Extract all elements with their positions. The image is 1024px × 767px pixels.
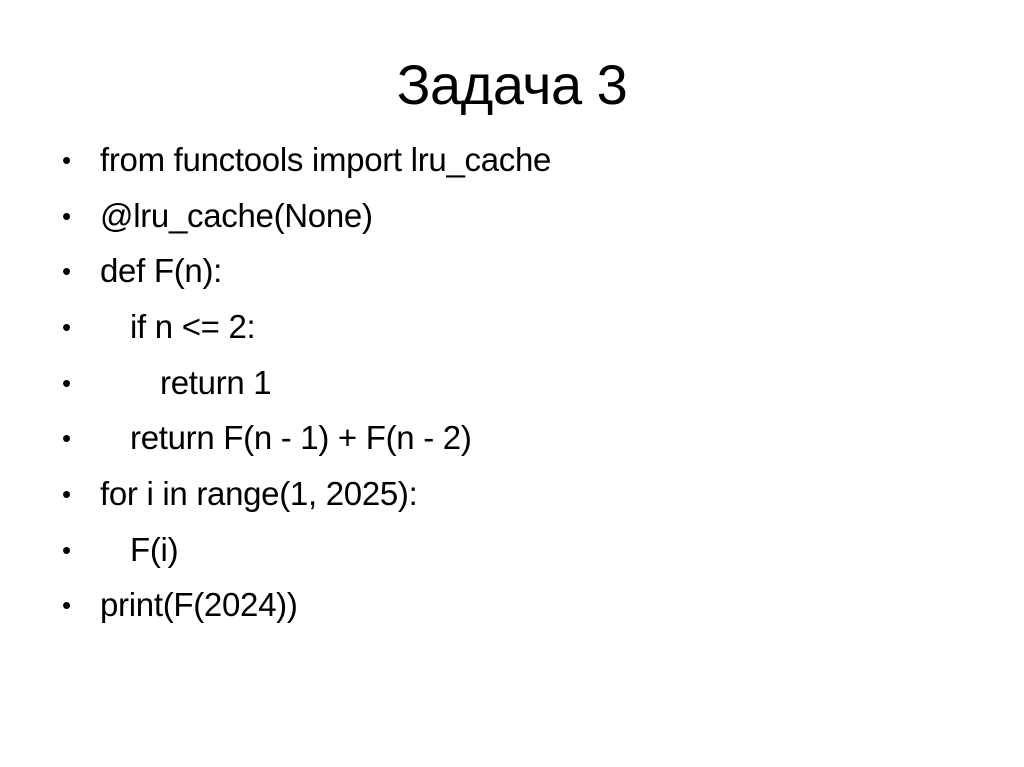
bullet-icon: • <box>62 423 72 454</box>
list-item: • for i in range(1, 2025): <box>0 466 1024 522</box>
list-item-text: if n <= 2: <box>130 307 256 345</box>
bullet-icon: • <box>62 367 72 398</box>
list-item-text: from functools import lru_cache <box>100 140 552 178</box>
bullet-icon: • <box>62 534 72 565</box>
list-item-text: def F(n): <box>100 252 223 290</box>
bullet-icon: • <box>62 478 72 509</box>
bullet-list: • from functools import lru_cache • @lru_ca… <box>0 132 1024 633</box>
bullet-icon: • <box>62 590 72 621</box>
bullet-icon: • <box>62 200 72 231</box>
slide-title: Задача 3 <box>396 53 628 116</box>
list-item-text: return F(n - 1) + F(n - 2) <box>130 419 472 457</box>
list-item-text: F(i) <box>130 530 179 568</box>
bullet-icon: • <box>62 144 72 175</box>
list-item: • def F(n): <box>0 243 1024 299</box>
list-item-text: for i in range(1, 2025): <box>100 474 418 512</box>
list-item: • print(F(2024)) <box>0 578 1024 634</box>
list-item: • from functools import lru_cache <box>0 132 1024 188</box>
list-item: • return F(n - 1) + F(n - 2) <box>0 410 1024 466</box>
bullet-icon: • <box>62 311 72 342</box>
list-item: • F(i) <box>0 522 1024 578</box>
list-item: • if n <= 2: <box>0 299 1024 355</box>
list-item-text: return 1 <box>160 363 272 401</box>
list-item: • return 1 <box>0 355 1024 411</box>
list-item-text: print(F(2024)) <box>100 586 298 624</box>
list-item: • @lru_cache(None) <box>0 188 1024 244</box>
list-item-text: @lru_cache(None) <box>100 196 373 234</box>
bullet-icon: • <box>62 256 72 287</box>
